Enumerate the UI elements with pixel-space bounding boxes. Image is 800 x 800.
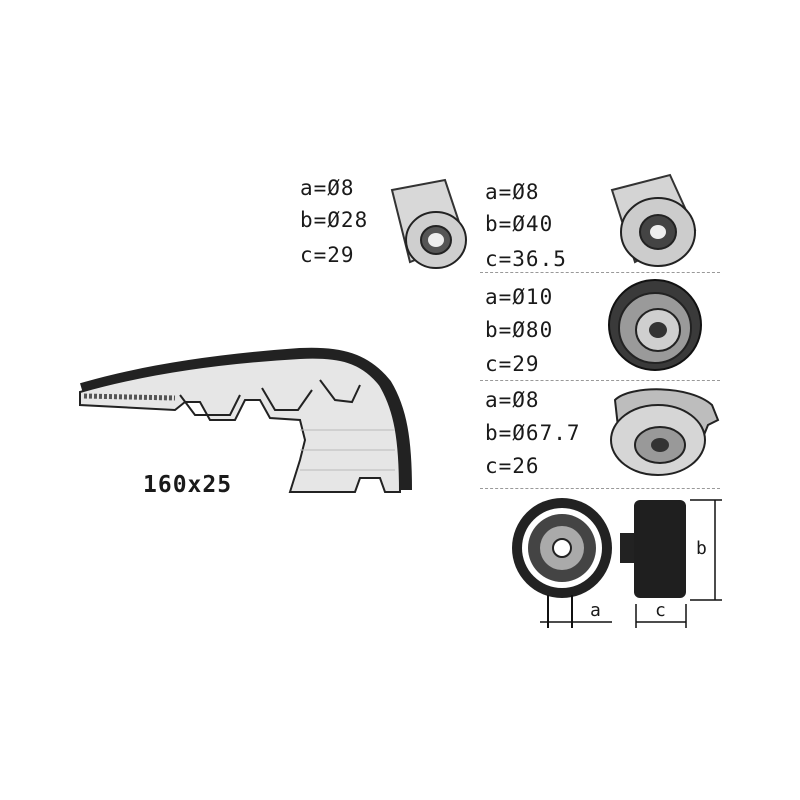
part3-c: c=29 [485,352,540,376]
dimension-b-label: b [696,538,707,559]
dimension-c-label: c [655,600,666,621]
part1-b: b=Ø28 [300,208,369,232]
part2-a: a=Ø8 [485,180,540,204]
part3-b: b=Ø80 [485,318,554,342]
part4-c: c=26 [485,454,540,478]
part4-b: b=Ø67.7 [485,421,581,445]
divider-3 [480,488,720,489]
divider-1 [480,272,720,273]
part4-a: a=Ø8 [485,388,540,412]
part1-a: a=Ø8 [300,176,355,200]
part1-c: c=29 [300,243,355,267]
dimension-a-label: a [590,600,601,621]
divider-2 [480,380,720,381]
part2-c: c=36.5 [485,247,567,271]
part3-a: a=Ø10 [485,285,554,309]
belt-size-label: 160x25 [143,472,233,498]
part2-b: b=Ø40 [485,212,554,236]
